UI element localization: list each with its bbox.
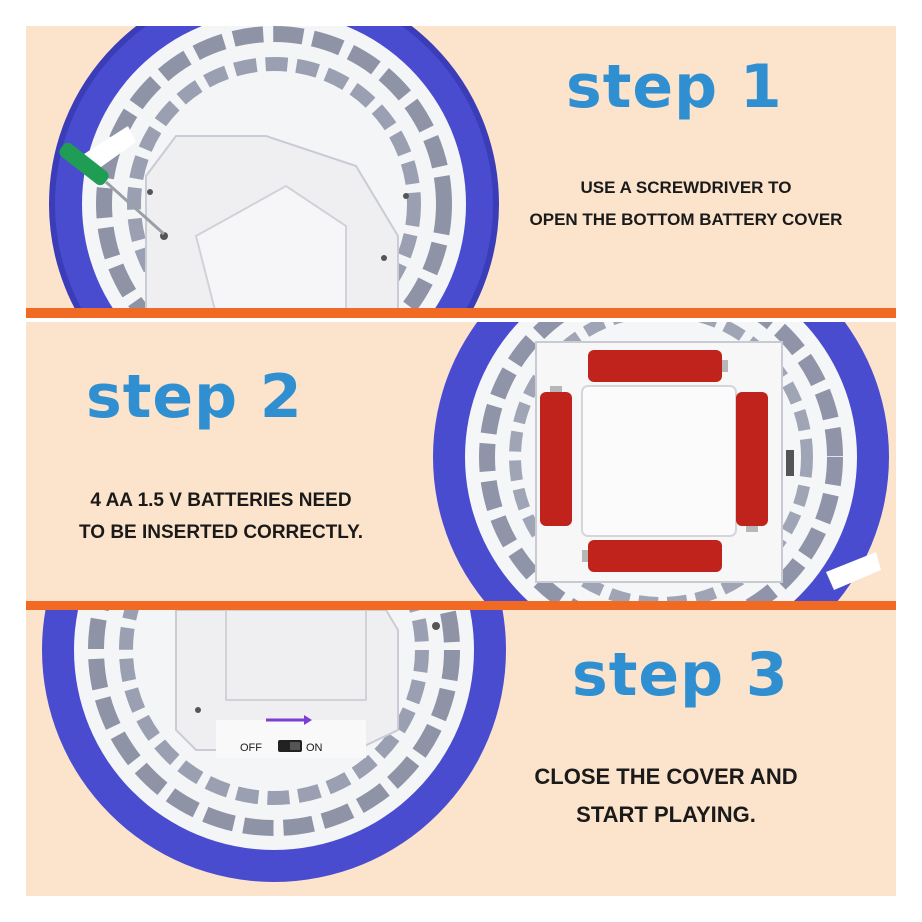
step1-line1: USE A SCREWDRIVER TO [580, 178, 792, 197]
step2-line2: TO BE INSERTED CORRECTLY. [79, 522, 363, 543]
screwdriver-icon [59, 142, 166, 236]
battery-bottom [582, 540, 722, 572]
step1-device-image [49, 26, 499, 314]
switch-off-label: OFF [240, 742, 262, 754]
divider-1 [26, 308, 896, 318]
step1-line2: OPEN THE BOTTOM BATTERY COVER [529, 210, 843, 229]
step1-instructions: USE A SCREWDRIVER TO OPEN THE BOTTOM BAT… [486, 172, 886, 236]
step2-panel: step 2 4 AA 1.5 V BATTERIES NEED TO BE I… [26, 322, 896, 602]
step2-title: step 2 [86, 362, 303, 432]
step2-instructions: 4 AA 1.5 V BATTERIES NEED TO BE INSERTED… [26, 485, 416, 549]
step3-line1: CLOSE THE COVER AND [534, 764, 798, 789]
step1-panel: step 1 USE A SCREWDRIVER TO OPEN THE BOT… [26, 26, 896, 314]
battery-left [540, 386, 572, 526]
step2-device-image [433, 322, 889, 602]
step2-line1: 4 AA 1.5 V BATTERIES NEED [90, 490, 352, 511]
step3-instructions: CLOSE THE COVER AND START PLAYING. [466, 758, 866, 834]
switch-on-label: ON [306, 742, 323, 754]
step3-line2: START PLAYING. [576, 802, 756, 827]
battery-top [588, 350, 728, 382]
divider-2 [26, 601, 896, 611]
step3-title: step 3 [572, 640, 789, 710]
step1-title: step 1 [566, 52, 783, 122]
step3-panel: OFF ON step 3 CLOSE THE COVER AND START … [26, 610, 896, 896]
battery-right [736, 392, 768, 532]
step3-device-image [42, 610, 506, 882]
